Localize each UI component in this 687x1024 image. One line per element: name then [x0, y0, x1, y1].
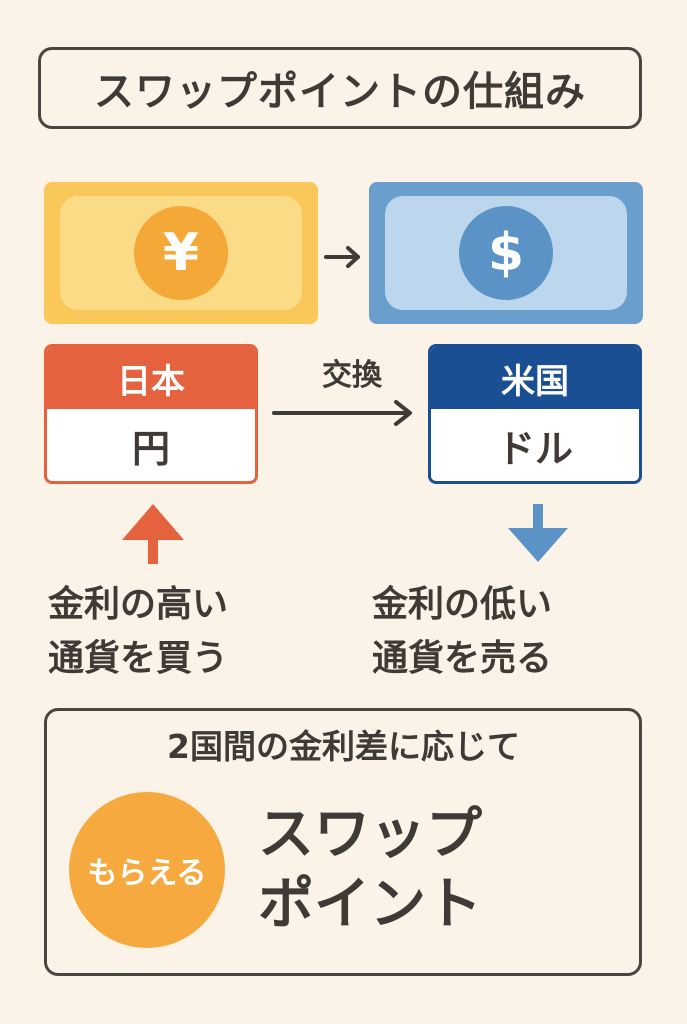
buy-caption-line2: 通貨を買う	[48, 638, 229, 679]
swap-point-line2: ポイント	[258, 872, 482, 937]
arrow-right-icon	[324, 246, 360, 268]
title-box: スワップポイントの仕組み	[38, 47, 642, 129]
summary-heading: 2国間の金利差に応じて	[167, 727, 520, 766]
usa-card: 米国 ドル	[428, 344, 642, 484]
dollar-coin-icon: $	[459, 206, 553, 300]
summary-box	[44, 708, 642, 976]
swap-point-label: スワップ ポイント	[258, 800, 482, 940]
arrow-up-icon	[122, 504, 184, 564]
arrow-down-icon	[508, 504, 568, 562]
receive-badge: もらえる	[69, 792, 225, 948]
buy-caption: 金利の高い 通貨を買う	[48, 578, 308, 686]
usa-currency-label: ドル	[496, 426, 573, 471]
usa-country-label: 米国	[431, 347, 639, 409]
swap-point-line1: スワップ	[258, 802, 482, 867]
yen-banknote: ¥	[44, 182, 318, 324]
yen-coin-icon: ¥	[134, 206, 228, 300]
exchange-label: 交換	[322, 358, 382, 393]
japan-currency-label: 円	[131, 426, 170, 471]
exchange-arrow-icon	[272, 400, 412, 426]
page-title: スワップポイントの仕組み	[94, 69, 586, 115]
dollar-banknote: $	[369, 182, 643, 324]
sell-caption: 金利の低い 通貨を売る	[372, 578, 672, 686]
japan-country-label: 日本	[47, 347, 255, 409]
buy-caption-line1: 金利の高い	[48, 584, 229, 625]
japan-card: 日本 円	[44, 344, 258, 484]
sell-caption-line1: 金利の低い	[372, 584, 553, 625]
sell-caption-line2: 通貨を売る	[372, 638, 553, 679]
